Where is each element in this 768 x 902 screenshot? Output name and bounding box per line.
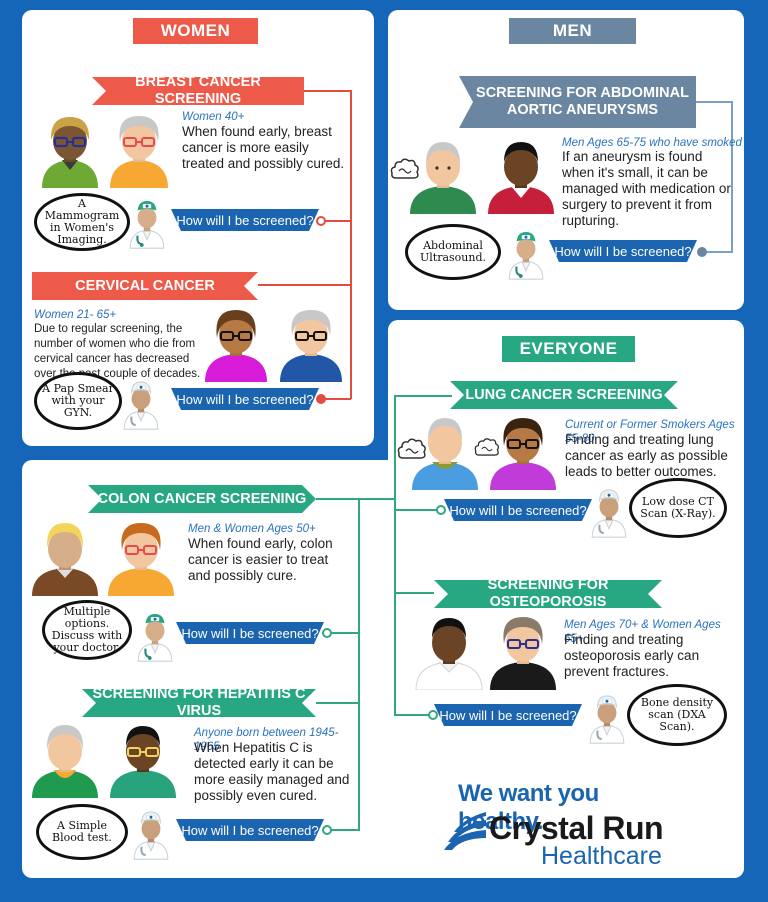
doctor-icon [586,692,628,744]
aaa-description: If an aneurysm is found when it's small,… [562,149,731,228]
man-avatar-gray-lung [412,418,478,490]
women-connector-dot-pap [316,394,326,404]
man-avatar-blond [32,523,98,596]
women-connector-dot-breast [316,216,326,226]
colon-audience: Men & Women Ages 50+ [188,523,316,535]
men-connector-bottom [704,251,733,253]
everyone-connector-lung-btn [394,509,440,511]
ultrasound-bubble: Abdominal Ultrasound. [405,224,501,280]
lung-audience: Current or Former Smokers Ages 55-80 [565,419,735,445]
osteo-audience: Men Ages 70+ & Women Ages 65+ [564,619,721,645]
women-connector-cervical [258,284,351,286]
man-avatar-gray-hair [410,142,476,214]
breast-cancer-title: BREAST CANCER SCREENING [92,77,304,105]
everyone-connector-colon [316,498,396,500]
doctor-icon [120,378,162,430]
colon-cancer-title: COLON CANCER SCREENING [88,485,316,513]
hepatitis-c-title: SCREENING FOR HEPATITIS C VIRUS [82,689,316,717]
osteo-description: Finding and treating osteoporosis early … [564,632,700,679]
osteo-how-screened-button[interactable]: How will I be screened? [434,704,582,726]
cervical-audience: Women 21- 65+ [34,309,117,321]
connector-dot-lung [436,505,446,515]
hepc-audience: Anyone born between 1945-1965 [194,727,339,753]
everyone-header: EVERYONE [502,336,635,362]
brand-subtitle: Healthcare [541,842,662,870]
everyone-connector-hepc-btn [330,829,360,831]
person-avatar-dark-hepc [110,726,176,798]
connector-dot-osteo [428,710,438,720]
tagline: We want you healthy. [458,780,599,835]
brand-name: Crystal Run [489,810,664,846]
woman-avatar-magenta [205,310,267,382]
woman-avatar-blue [280,310,342,382]
lung-how-screened-button[interactable]: How will I be screened? [444,499,592,521]
lung-description: Finding and treating lung cancer as earl… [565,432,728,479]
cervical-description: Due to regular screening, the number of … [34,323,201,380]
doctor-icon [588,486,630,538]
osteoporosis-title: SCREENING FOR OSTEOPOROSIS [434,580,662,608]
person-avatar-gray-hepc [32,725,98,798]
men-connector-dot [697,247,707,257]
blood-test-bubble: A Simple Blood test. [36,804,128,860]
man-avatar-dark [488,142,554,214]
women-connector-vertical [350,90,352,399]
women-header: WOMEN [133,18,258,44]
doctor-icon [126,197,168,249]
everyone-connector-lung [394,395,452,397]
pap-smear-bubble: A Pap Smear with your GYN. [34,372,122,430]
mammogram-bubble: A Mammogram in Women's Imaging. [34,193,130,251]
men-header: MEN [509,18,636,44]
doctor-icon [134,610,176,662]
doctor-icon [505,228,547,280]
women-connector-breast [320,220,351,222]
connector-dot-hepc [322,825,332,835]
breast-audience: Women 40+ [182,111,245,123]
cervical-how-screened-button[interactable]: How will I be screened? [171,388,319,410]
everyone-connector-osteo [394,592,434,594]
everyone-connector-hepc [316,702,360,704]
men-connector-top [696,101,732,103]
women-connector-pap [320,398,351,400]
crystal-run-logo-icon [444,812,486,850]
aaa-how-screened-button[interactable]: How will I be screened? [549,240,697,262]
everyone-connector-osteo-btn [394,714,432,716]
colon-how-screened-button[interactable]: How will I be screened? [176,622,324,644]
woman-avatar-purple-lung [490,418,556,490]
colon-description: When found early, colon cancer is easier… [188,536,333,583]
woman-avatar-gray-hair [110,116,168,188]
men-connector-vertical [731,101,733,252]
everyone-connector-vert-right [394,395,396,715]
breast-description: When found early, breast cancer is more … [182,124,345,171]
lung-cancer-title: LUNG CANCER SCREENING [450,381,678,409]
everyone-connector-colon-btn [330,632,360,634]
hepc-description: When Hepatitis C is detected early it ca… [194,740,350,803]
doctor-icon [130,808,172,860]
breast-how-screened-button[interactable]: How will I be screened? [171,209,319,231]
aaa-title: SCREENING FOR ABDOMINAL AORTIC ANEURYSMS [459,76,696,128]
women-connector-top [304,90,351,92]
everyone-connector-vert-left [358,498,360,830]
hepc-how-screened-button[interactable]: How will I be screened? [176,819,324,841]
cervical-cancer-title: CERVICAL CANCER [32,272,258,300]
woman-avatar-brown [42,117,98,188]
aaa-audience: Men Ages 65-75 who have smoked [562,137,742,149]
connector-dot-colon [322,628,332,638]
man-avatar-osteo [415,618,483,690]
colon-options-bubble: Multiple options. Discuss with your doct… [42,600,132,660]
everyone-panel-join [374,460,394,480]
dxa-scan-bubble: Bone density scan (DXA Scan). [627,684,727,746]
woman-avatar-osteo [490,617,556,690]
woman-avatar-red-hair [108,523,174,596]
ct-scan-bubble: Low dose CT Scan (X-Ray). [629,478,727,538]
